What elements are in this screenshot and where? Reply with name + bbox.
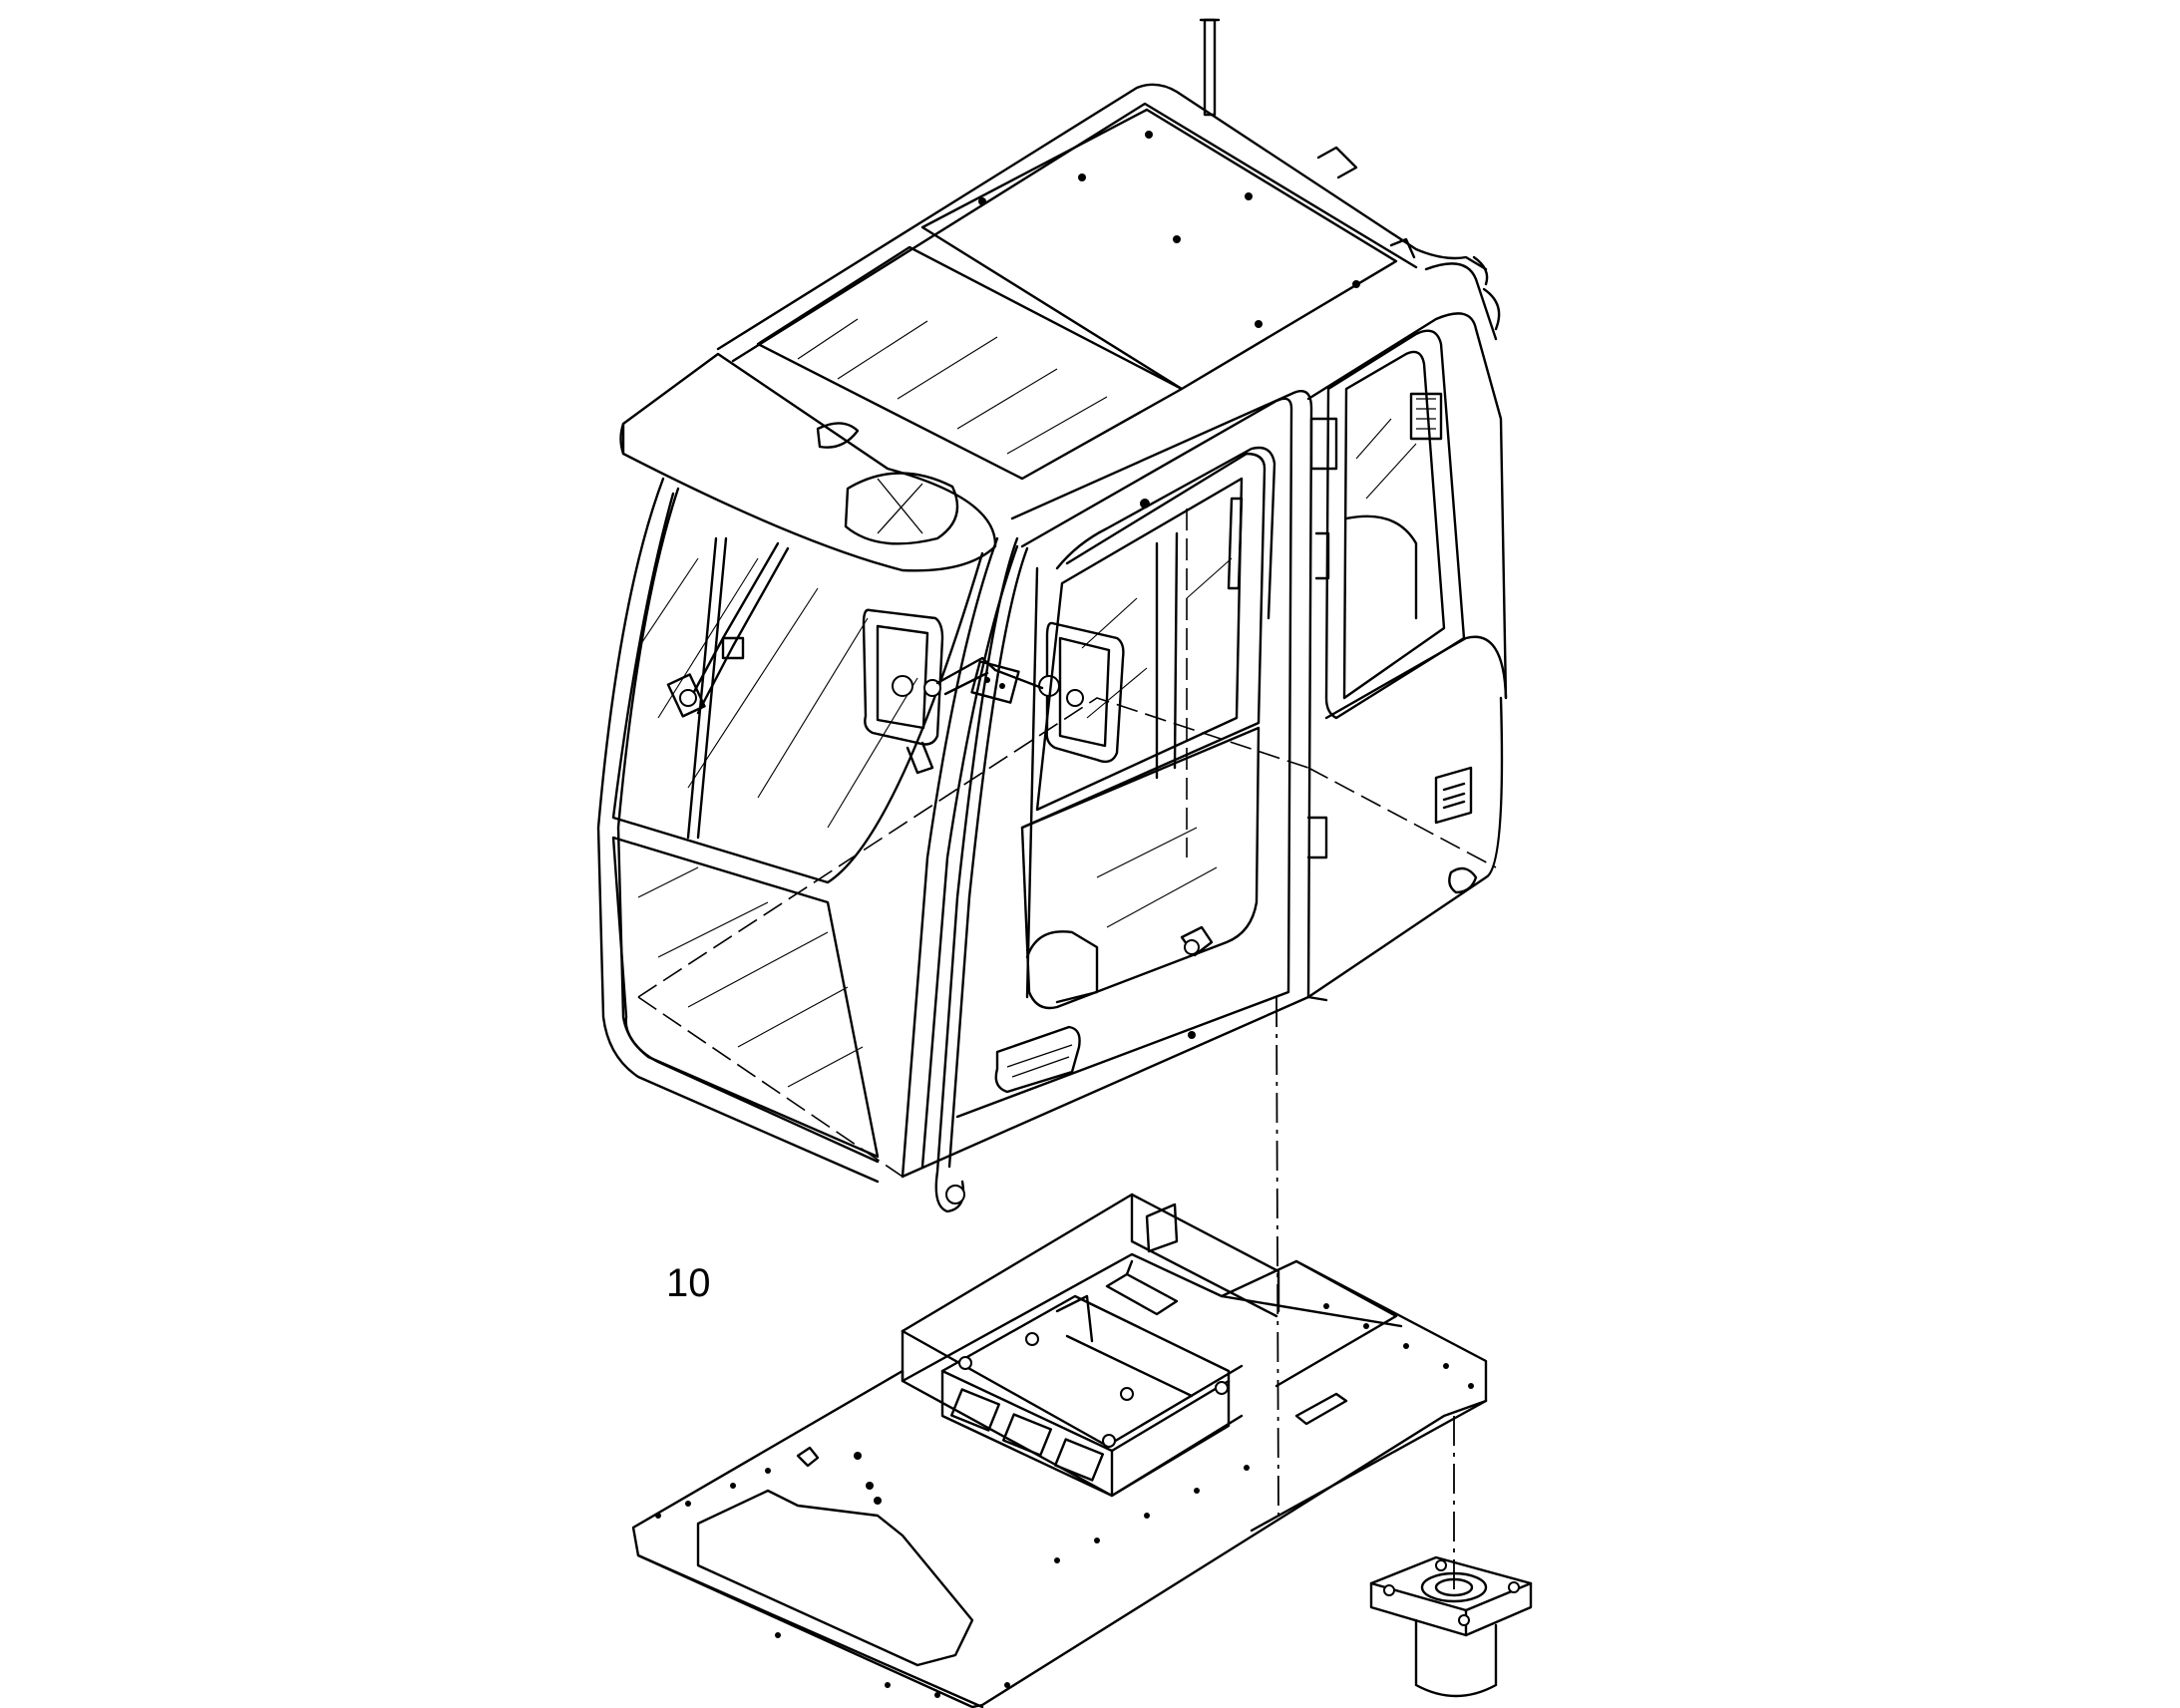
skylight-glass [756,245,1184,481]
floor-hidden-lines [637,509,1497,1178]
sun-visor [619,352,997,572]
electronic-control-unit [940,1294,1231,1498]
floor-plate [631,1252,1488,1708]
cab-roof [716,83,1488,391]
left-mirror [862,608,997,775]
antenna [1199,18,1221,117]
isolator-mount [1369,1555,1533,1698]
cab-rear-panel [1306,531,1508,894]
lower-front-glass [611,836,880,1159]
wiring-harness [934,536,1029,1213]
cab-frame [596,255,1508,1184]
part-callout-10: 10 [666,1261,711,1305]
operator-cab [596,18,1508,1213]
rear-side-window [1309,329,1466,720]
windshield-wiper [666,536,790,840]
front-windshield [611,492,984,884]
cab-door [955,397,1293,1119]
